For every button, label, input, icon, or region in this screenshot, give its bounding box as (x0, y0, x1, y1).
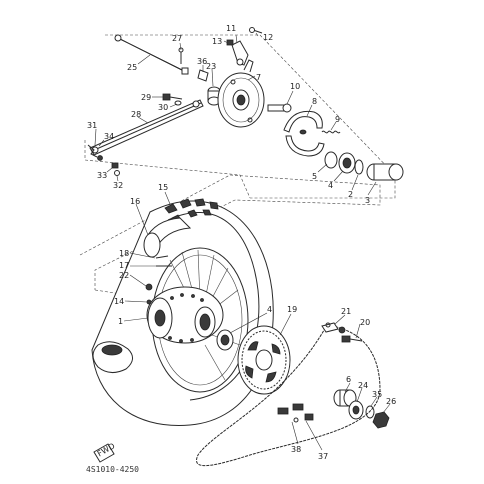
rear-sprocket (237, 325, 291, 395)
wear-indicator (197, 69, 209, 82)
part-label-7: 7 (256, 73, 261, 82)
brake-camshaft (267, 103, 292, 113)
part-label-23: 23 (206, 62, 216, 71)
part-label-15: 15 (158, 183, 168, 192)
part-label-31: 31 (87, 121, 97, 130)
part-label-3: 3 (365, 196, 370, 205)
hub-bearing-stack (324, 151, 404, 181)
part-label-12: 12 (263, 33, 273, 42)
sprocket-bolt (321, 322, 363, 343)
axle-nut (372, 411, 390, 429)
cotter-pin (178, 47, 184, 64)
inner-tube (143, 217, 192, 258)
part-label-25: 25 (127, 63, 137, 72)
part-label-35: 35 (372, 390, 382, 399)
leader-lines (94, 32, 391, 451)
part-label-22: 22 (119, 271, 129, 280)
part-label-16: 16 (130, 197, 140, 206)
part-label-11: 11 (226, 24, 236, 33)
front-direction-marker: FWD (93, 441, 116, 463)
hub-bearing-lower (216, 329, 234, 351)
part-label-13: 13 (212, 37, 222, 46)
part-label-9: 9 (335, 115, 340, 124)
part-label-5: 5 (312, 172, 317, 181)
sprocket-side-oil-seal (348, 400, 364, 420)
tension-bar (89, 99, 204, 156)
part-label-2: 2 (348, 190, 353, 199)
part-label-33: 33 (97, 171, 107, 180)
rear-axle (114, 34, 189, 75)
part-label-18: 18 (119, 249, 129, 258)
part-label-4-upper: 4 (328, 181, 333, 190)
figure-code: 4S1010-4250 (86, 465, 139, 474)
brake-shoe-spring (321, 130, 341, 134)
part-label-28: 28 (131, 110, 141, 119)
part-label-27: 27 (172, 34, 182, 43)
part-label-29: 29 (141, 93, 151, 102)
part-label-38: 38 (291, 445, 301, 454)
part-label-6: 6 (346, 375, 351, 384)
part-label-10: 10 (290, 82, 300, 91)
collar (207, 86, 221, 106)
part-label-20: 20 (360, 318, 370, 327)
brake-shoe-set (283, 110, 325, 157)
part-label-24: 24 (358, 381, 368, 390)
drive-chain (196, 324, 381, 467)
part-label-8: 8 (312, 97, 317, 106)
part-label-26: 26 (386, 397, 396, 406)
part-label-30: 30 (158, 103, 168, 112)
part-label-17: 17 (119, 261, 129, 270)
part-label-37: 37 (318, 452, 328, 461)
part-labels: 27 25 36 23 11 13 12 7 10 8 9 29 30 28 3… (87, 24, 396, 461)
part-label-1: 1 (118, 317, 123, 326)
sprocket-side-circlip (365, 405, 375, 419)
tension-bar-clip (87, 144, 120, 176)
part-label-21: 21 (341, 307, 351, 316)
brake-shoe-plate (217, 59, 265, 128)
assembly-boundary-upper (84, 34, 396, 199)
part-label-34: 34 (104, 132, 114, 141)
camshaft-lever (226, 27, 263, 66)
part-label-32: 32 (113, 181, 123, 190)
chain-joint (277, 403, 314, 423)
rear-hub (146, 286, 224, 344)
part-label-4-lower: 4 (267, 305, 272, 314)
part-label-14: 14 (114, 297, 124, 306)
part-label-19: 19 (287, 305, 297, 314)
part-label-36: 36 (197, 57, 207, 66)
